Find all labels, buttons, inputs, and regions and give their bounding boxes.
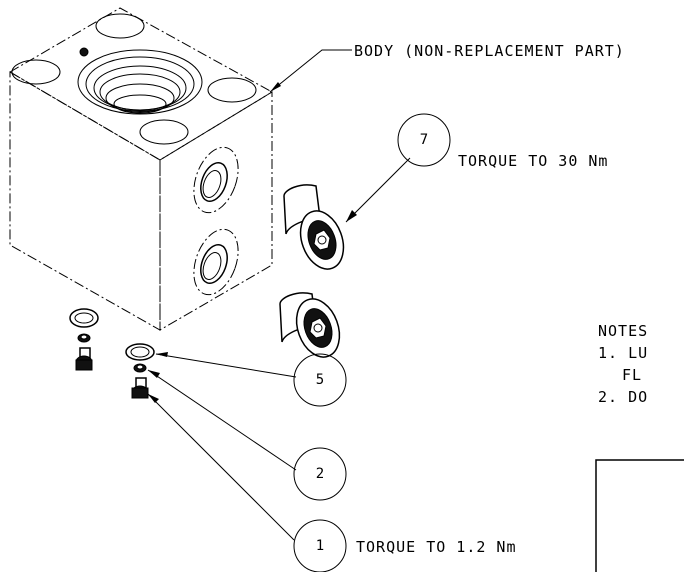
title-block-frame	[595, 459, 684, 572]
side-port-upper	[193, 146, 239, 214]
balloon-2: 2	[293, 447, 347, 501]
note-2: 2. DO	[598, 388, 648, 406]
balloon-7-number: 7	[420, 132, 428, 148]
top-small-hole	[79, 47, 89, 57]
plug-lower	[279, 292, 341, 358]
top-port-rear	[95, 13, 145, 39]
balloon-2-number: 2	[316, 466, 324, 482]
washer-left	[77, 333, 91, 343]
leader-lines	[147, 49, 411, 541]
note-1-line-b: FL	[622, 366, 642, 384]
balloon-1: 1	[293, 519, 347, 572]
top-port-left	[11, 59, 61, 85]
balloon-5: 5	[293, 353, 347, 407]
plug-upper	[283, 184, 345, 270]
balloon-7: 7	[397, 113, 451, 167]
torque-label-item-1: TORQUE TO 1.2 Nm	[356, 538, 517, 556]
washer-item-2	[133, 363, 147, 373]
top-port-right	[207, 77, 257, 103]
balloon-1-number: 1	[316, 538, 324, 554]
notes-header: NOTES	[598, 322, 648, 340]
oring-left	[69, 308, 99, 328]
torque-label-item-7: TORQUE TO 30 Nm	[458, 152, 608, 170]
central-bore	[77, 49, 203, 115]
screw-item-1	[131, 377, 149, 399]
screw-left	[75, 347, 93, 371]
valve-body	[9, 7, 273, 331]
body-label: BODY (NON-REPLACEMENT PART)	[354, 42, 625, 60]
oring-item-5	[125, 343, 155, 361]
note-1-line-a: 1. LU	[598, 344, 648, 362]
balloon-5-number: 5	[316, 372, 324, 388]
top-port-front	[139, 119, 189, 145]
side-port-lower	[193, 228, 239, 296]
